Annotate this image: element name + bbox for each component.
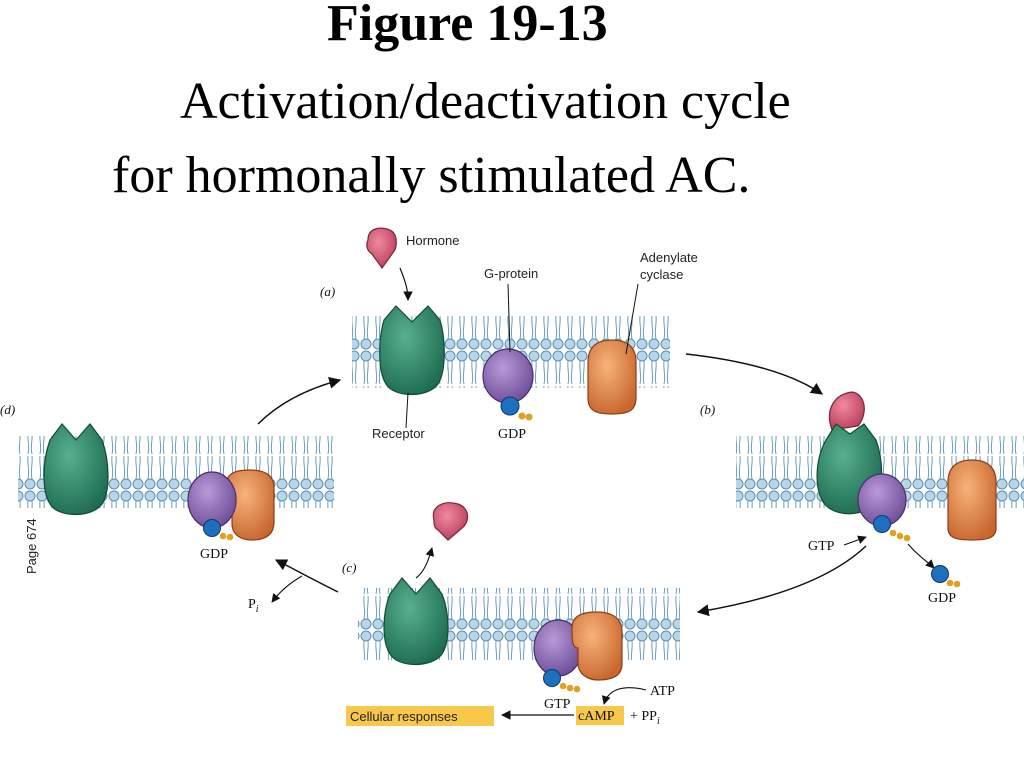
adenylate-cyclase-icon-c [571, 611, 623, 681]
cellular-responses-label: Cellular responses [350, 709, 458, 724]
g-protein-label: G-protein [484, 266, 538, 281]
pi-label: Pi [248, 597, 259, 615]
hormone-released-icon [432, 502, 469, 541]
hormone-label: Hormone [406, 233, 459, 248]
receptor-label: Receptor [372, 426, 425, 441]
gtp-label-c: GTP [544, 697, 571, 712]
panel-c-label: (c) [342, 560, 356, 575]
gtp-icon-c [543, 669, 561, 687]
hormone-bound-icon [828, 391, 865, 431]
arrow-b-to-c [696, 545, 867, 617]
figure-title-block: Figure 19-13 Activation/deactivation cyc… [0, 0, 1024, 215]
receptor-icon-d [43, 423, 109, 515]
adenylate-label-2: cyclase [640, 267, 683, 282]
atp-label: ATP [650, 684, 675, 699]
receptor-icon [379, 305, 445, 395]
page-number: Page 674 [24, 518, 39, 574]
gdp-label-a: GDP [498, 427, 526, 442]
figure-number: Figure 19-13 [327, 0, 608, 52]
gtp-icon [873, 515, 891, 533]
gdp-icon-b [931, 565, 949, 583]
gtp-label-b: GTP [808, 539, 835, 554]
g-protein-icon [482, 348, 534, 404]
figure-caption-line2: for hormonally stimulated AC. [112, 147, 751, 204]
arrow-c-to-d [274, 559, 339, 593]
panel-c: (c) GTP ATP cAMP + PPi Cellular response… [342, 502, 680, 727]
panel-a-label: (a) [320, 284, 335, 299]
arrow-a-to-b [685, 353, 823, 395]
ppi-label: + PPi [630, 709, 660, 727]
gdp-label-d: GDP [200, 547, 228, 562]
cellular-responses-highlight [346, 706, 494, 726]
adenylate-cyclase-icon [587, 339, 637, 415]
hormone-icon [366, 227, 397, 270]
gdp-icon [500, 396, 520, 416]
adenylate-cyclase-icon-b [947, 459, 997, 541]
panel-a: (a) Hormone Receptor G-protein GDP Adeny… [320, 227, 698, 442]
gdp-label-b: GDP [928, 591, 956, 606]
adenylate-label-1: Adenylate [640, 250, 698, 265]
receptor-icon-c [383, 577, 449, 665]
figure-caption-line1: Activation/deactivation cycle [180, 73, 791, 130]
arrow-d-to-a [257, 376, 342, 425]
camp-label: cAMP [578, 709, 615, 724]
panel-b-label: (b) [700, 402, 715, 417]
gdp-icon-d [203, 519, 221, 537]
panel-d-label: (d) [0, 402, 15, 417]
camp-highlight [576, 706, 624, 725]
panel-d: (d) GDP [0, 402, 334, 562]
panel-b: (b) GTP GDP [700, 391, 1024, 606]
